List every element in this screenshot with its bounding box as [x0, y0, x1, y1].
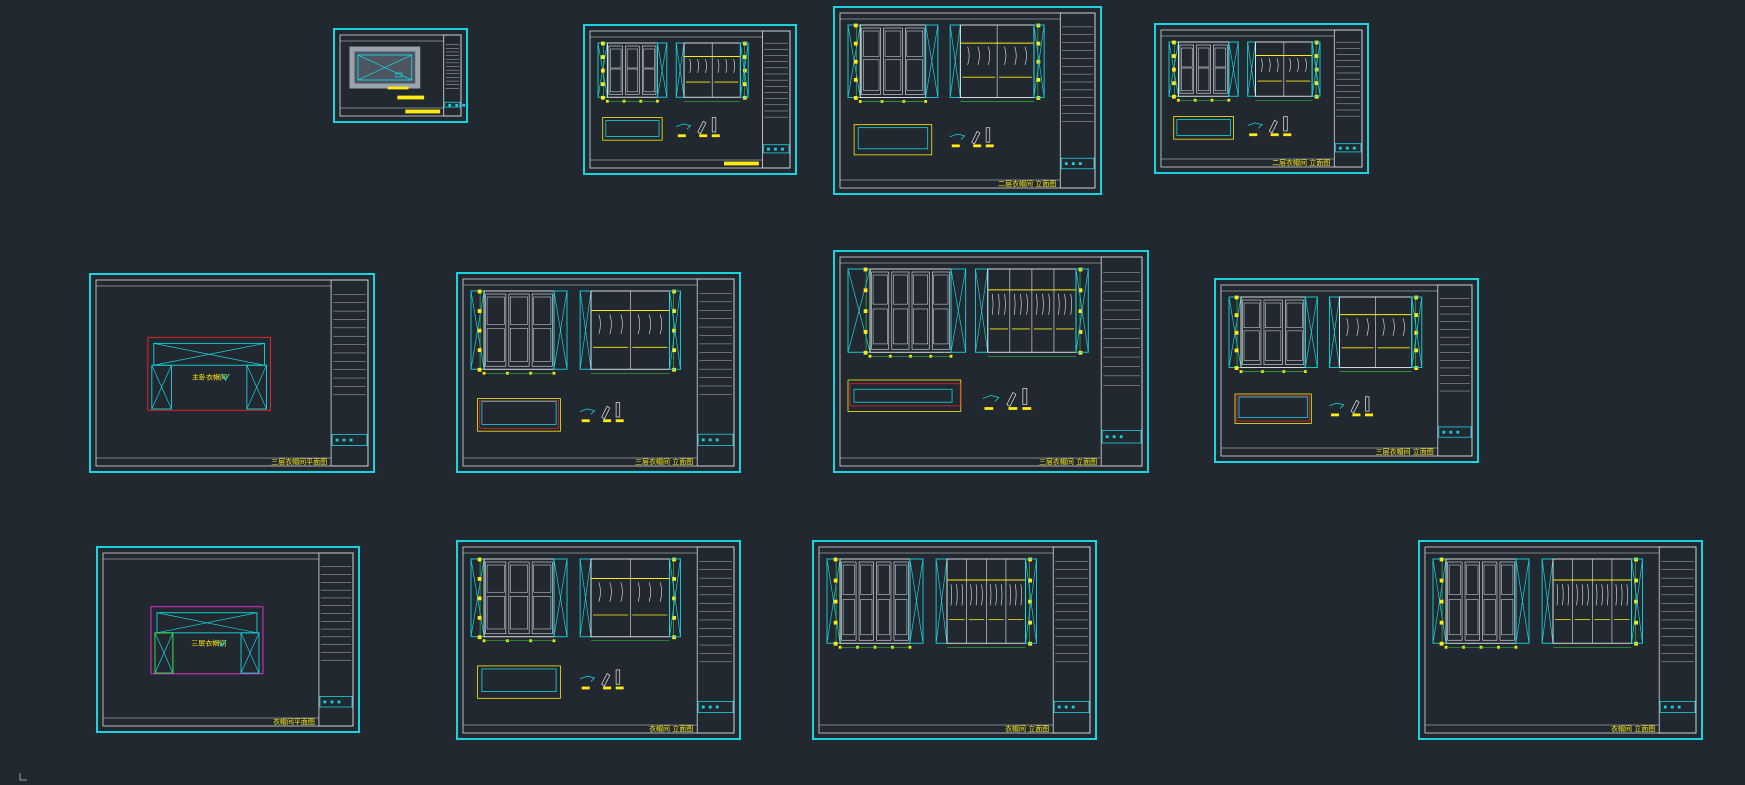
sheet-title: 衣帽间 立面图 [1005, 724, 1049, 733]
sheet-title: 三层衣帽间 立面图 [1039, 457, 1097, 466]
sheet-title: 三层衣帽间 立面图 [1376, 447, 1434, 456]
drawing-sheet-r1-elev-c[interactable]: 二层衣帽间 立面图 [1154, 23, 1369, 174]
drawing-sheet-r1-elev-a[interactable] [583, 24, 797, 175]
ucs-icon [19, 773, 27, 781]
sheet-title: 二层衣帽间 立面图 [998, 179, 1056, 188]
sheet-title: 二层衣帽间 立面图 [1272, 158, 1330, 167]
sheet-title: 衣帽间平面图 [273, 717, 315, 726]
drawing-sheet-r3-elev-b[interactable]: 衣帽间 立面图 [812, 540, 1097, 740]
room-label: 主卧衣帽间 [192, 373, 227, 382]
drawing-sheet-r2-elev-a[interactable]: 三层衣帽间 立面图 [456, 272, 741, 473]
sheet-title: 衣帽间 立面图 [649, 724, 693, 733]
sheet-title: 三层衣帽间平面图 [271, 457, 327, 466]
sheet-title: 三层衣帽间 立面图 [635, 457, 693, 466]
drawing-sheet-r2-elev-c[interactable]: 三层衣帽间 立面图 [1214, 278, 1479, 463]
room-label: 三层衣帽间 [191, 639, 226, 648]
drawing-sheet-r3-elev-c[interactable]: 衣帽间 立面图 [1418, 540, 1703, 740]
drawing-sheet-r2-elev-b[interactable]: 三层衣帽间 立面图 [833, 250, 1149, 473]
drawing-sheet-r3-elev-a[interactable]: 衣帽间 立面图 [456, 540, 741, 740]
sheet-title: 衣帽间 立面图 [1611, 724, 1655, 733]
drawing-sheet-r1-elev-b[interactable]: 二层衣帽间 立面图 [833, 6, 1102, 195]
drawing-sheet-r1-plan-small[interactable] [333, 28, 468, 123]
